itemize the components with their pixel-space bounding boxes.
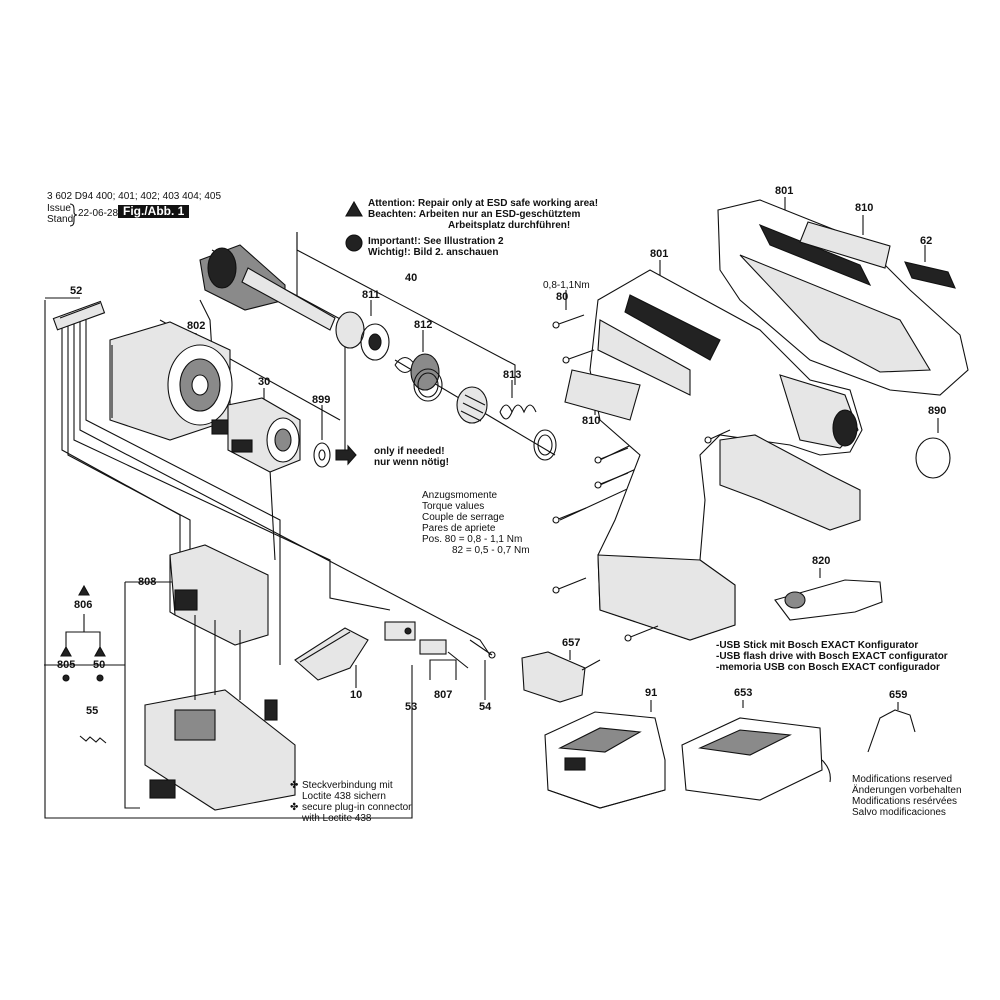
part-number-list: 3 602 D94 400; 401; 402; 403 404; 405 xyxy=(47,191,222,202)
part-810-label-top xyxy=(799,221,891,269)
part-810-label-side xyxy=(564,369,641,421)
triangle-50-icon xyxy=(94,645,106,657)
figure-label: Fig./Abb. 1 xyxy=(118,205,190,218)
part-812-rings xyxy=(394,353,443,402)
part-811-clutch-ring xyxy=(335,311,390,361)
loctite-clover-icon-2: ✤ xyxy=(290,802,299,813)
part-91-battery xyxy=(544,711,666,809)
label-62: 62 xyxy=(920,235,933,247)
label-659: 659 xyxy=(889,689,908,701)
part-801-housing-half xyxy=(717,199,969,396)
usb-note-de: -USB Stick mit Bosch EXACT Konfigurator xyxy=(716,640,919,651)
part-813-spring-nut xyxy=(456,386,557,461)
label-807: 807 xyxy=(434,689,453,701)
label-80: 80 xyxy=(556,291,569,303)
label-810-top: 810 xyxy=(855,202,874,214)
part-55-spring xyxy=(79,735,107,744)
part-808-control-unit xyxy=(144,544,296,811)
part-52-wire-connector xyxy=(52,300,106,331)
label-813: 813 xyxy=(503,369,522,381)
label-820: 820 xyxy=(812,555,831,567)
circle-805-icon xyxy=(62,674,70,682)
torque-label-80: 0,8-1,1Nm xyxy=(543,280,590,291)
label-53: 53 xyxy=(405,701,418,713)
label-812: 812 xyxy=(414,319,433,331)
part-40-spindle-assembly xyxy=(199,244,336,331)
label-805: 805 xyxy=(57,659,76,671)
only-if-needed-en: only if needed! xyxy=(374,446,445,457)
modifications-de: Änderungen vorbehalten xyxy=(852,785,962,796)
usb-note-es: -memoria USB con Bosch EXACT configurado… xyxy=(716,662,940,673)
torque-title-de: Anzugsmomente xyxy=(422,490,498,501)
modifications-en: Modifications reserved xyxy=(852,774,953,785)
issue-label: Issue xyxy=(47,203,71,214)
label-808: 808 xyxy=(138,576,157,588)
triangle-805-icon xyxy=(60,645,72,657)
only-if-needed-de: nur wenn nötig! xyxy=(374,457,449,468)
circle-50-icon xyxy=(96,674,104,682)
torque-title-es: Pares de apriete xyxy=(422,523,496,534)
label-52: 52 xyxy=(70,285,83,297)
modifications-fr: Modifications resérvées xyxy=(852,796,958,807)
label-653: 653 xyxy=(734,687,753,699)
important-line-1: Important!: See Illustration 2 xyxy=(368,236,504,247)
label-40: 40 xyxy=(405,272,418,284)
important-line-2: Wichtig!: Bild 2. anschauen xyxy=(368,247,499,258)
label-50: 50 xyxy=(93,659,106,671)
triangle-806-icon xyxy=(78,584,90,596)
part-10-cover xyxy=(294,627,369,681)
part-30-gearbox xyxy=(227,397,301,473)
label-802: 802 xyxy=(187,320,206,332)
issue-date: 22-06-28 xyxy=(78,208,119,219)
loctite-note-en-1: secure plug-in connector xyxy=(302,802,412,813)
loctite-clover-icon: ✤ xyxy=(290,780,299,791)
part-820-usb-stick xyxy=(774,579,883,621)
label-55: 55 xyxy=(86,705,99,717)
part-657-key xyxy=(521,651,601,703)
torque-title-fr: Couple de serrage xyxy=(422,512,505,523)
part-802-motor xyxy=(109,321,233,441)
part-890-o-ring xyxy=(915,437,951,479)
torque-row-82: 82 = 0,5 - 0,7 Nm xyxy=(452,545,530,556)
label-10: 10 xyxy=(350,689,363,701)
part-653-charger xyxy=(681,717,831,801)
part-54-rod xyxy=(469,639,496,659)
label-806: 806 xyxy=(74,599,93,611)
label-91: 91 xyxy=(645,687,658,699)
label-54: 54 xyxy=(479,701,492,713)
torque-title-en: Torque values xyxy=(422,501,485,512)
usb-note-en: -USB flash drive with Bosch EXACT config… xyxy=(716,651,948,662)
part-807-plug xyxy=(419,639,469,669)
label-657: 657 xyxy=(562,637,581,649)
label-811: 811 xyxy=(362,289,380,301)
loctite-note-de-1: Steckverbindung mit xyxy=(302,780,393,791)
part-801-housing xyxy=(589,269,863,641)
label-810-side: 810 xyxy=(582,415,601,427)
label-890: 890 xyxy=(928,405,947,417)
label-801-top: 801 xyxy=(775,185,794,197)
attention-line-1: Attention: Repair only at ESD safe worki… xyxy=(368,198,599,209)
screws-80 xyxy=(552,314,731,642)
label-30: 30 xyxy=(258,376,271,388)
loctite-note-de-2: Loctite 438 sichern xyxy=(302,791,386,802)
important-circle-icon xyxy=(345,234,363,252)
label-899: 899 xyxy=(312,394,331,406)
stand-label: Stand xyxy=(47,214,74,225)
torque-row-80: Pos. 80 = 0,8 - 1,1 Nm xyxy=(422,534,523,545)
part-899-washer xyxy=(313,442,357,468)
part-53-connector xyxy=(384,621,416,641)
label-801: 801 xyxy=(650,248,669,260)
modifications-es: Salvo modificaciones xyxy=(852,807,946,818)
attention-line-2: Beachten: Arbeiten nur an ESD-geschützte… xyxy=(368,209,581,220)
attention-triangle-icon xyxy=(345,200,363,217)
part-62-plate xyxy=(904,261,956,289)
issue-brace xyxy=(69,203,78,227)
part-659-clip xyxy=(867,709,916,753)
attention-line-3: Arbeitsplatz durchführen! xyxy=(448,220,571,231)
loctite-note-en-2: with Loctite 438 xyxy=(302,813,372,824)
